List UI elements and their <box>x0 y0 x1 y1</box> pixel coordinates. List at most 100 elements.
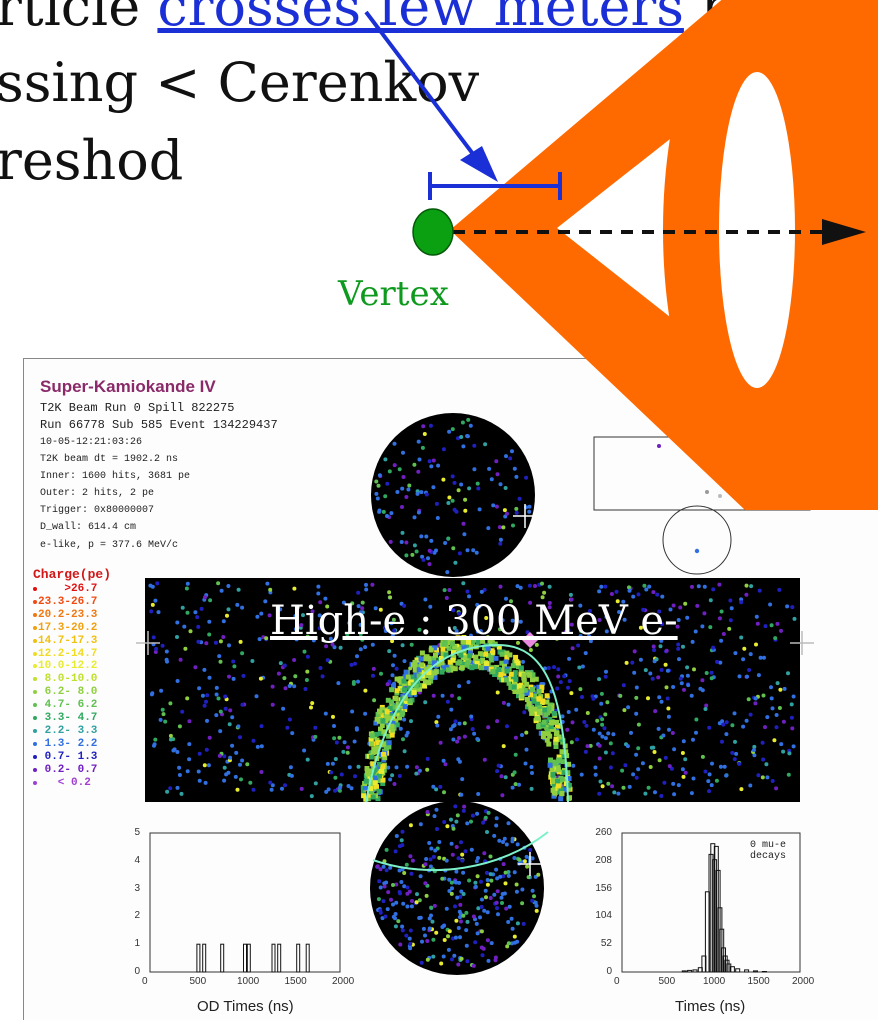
pmt-hit <box>547 605 552 610</box>
pmt-hit <box>401 450 405 455</box>
pmt-hit <box>309 705 313 710</box>
pmt-hit <box>462 804 467 809</box>
pmt-hit <box>459 919 463 924</box>
pmt-hit <box>429 913 433 918</box>
pmt-hit-ring <box>513 654 519 660</box>
crosses-few-meters-link[interactable]: crosses few meters <box>157 0 684 38</box>
pmt-hit <box>588 743 593 748</box>
bottom-ring-curve <box>372 831 549 872</box>
pmt-hit <box>685 615 690 620</box>
pmt-hit <box>165 789 170 794</box>
pmt-hit <box>533 900 538 905</box>
pmt-hit <box>462 532 467 537</box>
pmt-hit <box>391 663 395 668</box>
pmt-hit <box>358 647 363 652</box>
particle-arrowhead <box>822 219 866 245</box>
pmt-hit <box>657 609 662 614</box>
pmt-hit <box>447 929 452 934</box>
pmt-hit <box>513 735 518 740</box>
pmt-hit <box>387 649 392 654</box>
histogram-bar <box>246 943 251 973</box>
pmt-hit-ring <box>422 679 428 685</box>
pmt-hit <box>465 959 470 964</box>
pmt-hit <box>509 916 514 921</box>
pmt-hit <box>421 424 426 429</box>
pmt-hit <box>530 771 534 775</box>
pmt-hit-ring <box>405 674 411 680</box>
pmt-hit <box>745 674 749 679</box>
pmt-hit-ring <box>378 712 384 718</box>
pmt-hit <box>764 762 769 767</box>
pmt-hit <box>685 665 690 670</box>
pmt-hit <box>634 752 639 757</box>
pmt-hit <box>566 685 570 690</box>
pmt-hit <box>668 607 673 612</box>
pmt-hit-ring <box>470 660 476 666</box>
times-histogram <box>621 832 801 973</box>
pmt-hit <box>732 757 737 762</box>
pmt-hit <box>423 700 428 705</box>
pmt-hit <box>417 627 422 632</box>
pmt-hit <box>453 935 458 940</box>
info-line-run: T2K Beam Run 0 Spill 822275 <box>40 401 235 415</box>
pmt-hit <box>446 934 450 939</box>
pmt-hit <box>462 721 467 726</box>
pmt-hit <box>655 592 660 597</box>
pmt-hit <box>774 725 779 730</box>
pmt-hit <box>757 588 762 593</box>
pmt-hit <box>400 924 405 929</box>
pmt-hit <box>512 934 517 939</box>
pmt-hit <box>419 534 424 539</box>
pmt-hit <box>388 595 393 600</box>
pmt-hit-ring <box>515 660 521 666</box>
pmt-hit <box>381 864 386 869</box>
histogram-bar <box>196 943 201 973</box>
pmt-hit <box>621 785 626 790</box>
pmt-hit <box>152 743 156 748</box>
pmt-hit <box>631 772 636 777</box>
pmt-hit <box>458 894 463 899</box>
pmt-hit <box>374 479 379 484</box>
pmt-hit <box>755 621 760 626</box>
pmt-hit <box>454 845 459 849</box>
pmt-hit <box>603 712 608 717</box>
charge-legend-swatch <box>33 716 37 720</box>
pmt-hit <box>465 821 470 826</box>
pmt-hit <box>650 676 655 681</box>
pmt-hit <box>397 890 402 894</box>
barrel-background <box>145 578 800 802</box>
pmt-hit <box>404 733 409 738</box>
pmt-hit <box>506 920 511 924</box>
pmt-hit <box>748 712 753 717</box>
pmt-hit <box>517 857 522 862</box>
pmt-hit <box>567 679 572 684</box>
pmt-hit <box>666 714 671 719</box>
pmt-hit <box>591 727 596 732</box>
pmt-hit-ring <box>422 683 428 689</box>
pmt-hit <box>440 876 445 881</box>
histogram-bar <box>202 943 207 973</box>
pmt-hit-ring <box>460 639 466 645</box>
pmt-hit <box>708 598 713 603</box>
pmt-hit <box>265 581 270 586</box>
pmt-hit-ring <box>535 700 541 706</box>
pmt-hit <box>323 711 328 716</box>
pmt-hit <box>292 684 297 689</box>
pmt-hit <box>453 804 458 809</box>
pmt-hit-ring <box>525 704 530 710</box>
pmt-hit <box>378 885 383 890</box>
pmt-hit <box>474 550 479 555</box>
pmt-hit <box>318 666 323 670</box>
pmt-hit <box>465 919 470 924</box>
pmt-hit <box>316 591 321 596</box>
pmt-hit <box>427 562 432 567</box>
pmt-hit <box>207 675 212 680</box>
pmt-hit <box>778 687 783 692</box>
pmt-hit-ring <box>381 707 387 713</box>
pmt-hit <box>518 585 523 590</box>
pmt-hit <box>406 487 411 492</box>
pmt-hit <box>409 871 414 876</box>
pmt-hit <box>183 646 188 651</box>
pmt-hit-ring <box>550 771 556 777</box>
